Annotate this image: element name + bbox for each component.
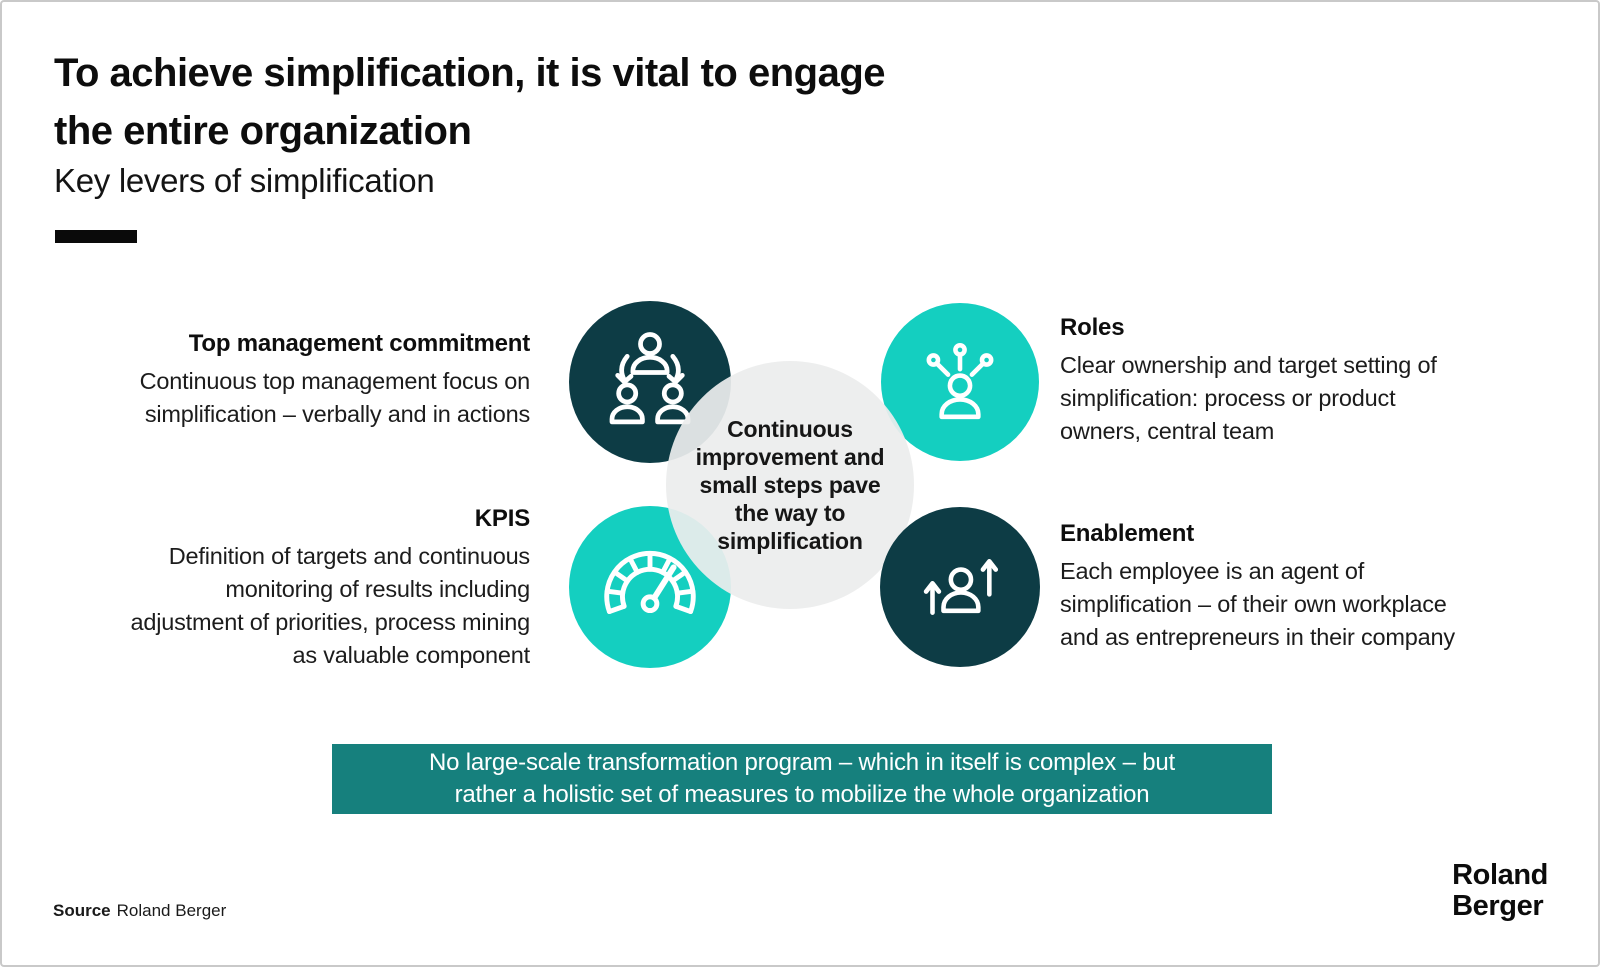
- lever-body: Definition of targets and continuous mon…: [130, 543, 530, 668]
- circle-enablement: [880, 507, 1040, 667]
- source-label: Source: [53, 901, 111, 920]
- lever-body: Continuous top management focus on simpl…: [139, 368, 531, 427]
- lever-title: KPIS: [474, 505, 530, 532]
- lever-kpis: KPIS Definition of targets and continuou…: [2, 505, 530, 672]
- lever-top-management: Top management commitment Continuous top…: [2, 330, 531, 431]
- roland-berger-logo: Roland Berger: [1452, 859, 1548, 922]
- lever-title: Roles: [1060, 314, 1125, 341]
- empowered-person-icon: [923, 559, 999, 615]
- source-value: Roland Berger: [116, 901, 227, 920]
- lever-enablement: Enablement Each employee is an agent of …: [1060, 520, 1560, 654]
- speedometer-icon: [604, 551, 696, 615]
- lever-title: Enablement: [1060, 520, 1195, 547]
- lever-body: Clear ownership and target setting of si…: [1060, 352, 1437, 444]
- page-title: To achieve simplification, it is vital t…: [54, 51, 886, 153]
- key-message-text: No large-scale transformation program – …: [429, 749, 1175, 808]
- circle-roles: [881, 303, 1039, 461]
- lever-roles: Roles Clear ownership and target setting…: [1060, 314, 1560, 448]
- key-message-banner: No large-scale transformation program – …: [332, 744, 1272, 814]
- source-line: Source Roland Berger: [53, 901, 226, 921]
- delegation-icon: [926, 343, 994, 420]
- page-subtitle: Key levers of simplification: [54, 162, 435, 199]
- center-message: Continuous improvement and small steps p…: [695, 416, 885, 554]
- lever-body: Each employee is an agent of simplificat…: [1060, 558, 1455, 650]
- title-rule: [55, 230, 137, 243]
- lever-title: Top management commitment: [188, 330, 530, 357]
- circle-center-message: Continuous improvement and small steps p…: [666, 361, 914, 609]
